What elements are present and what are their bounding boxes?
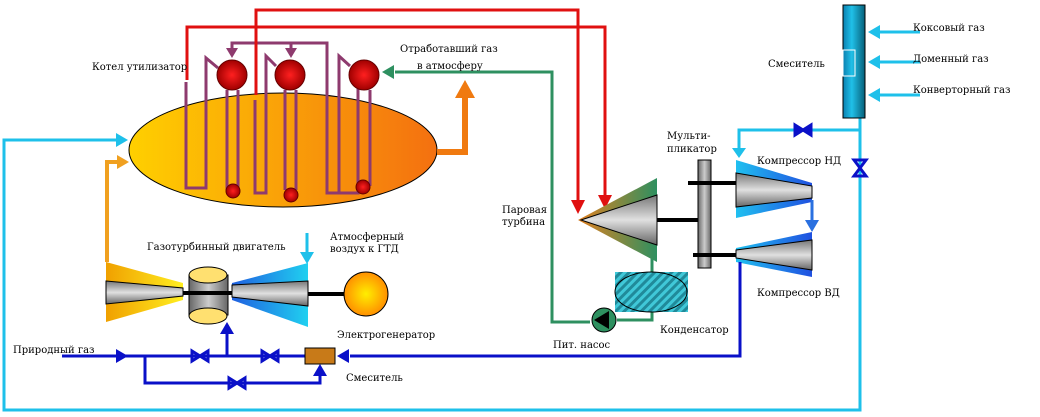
steam-line bbox=[185, 8, 607, 200]
steam-drums bbox=[216, 59, 380, 203]
valve-icon[interactable] bbox=[190, 348, 210, 364]
fuel-gas-arrowheads bbox=[116, 25, 880, 264]
natural-gas-line bbox=[62, 262, 742, 385]
steam-drum bbox=[348, 59, 380, 91]
steam-drum bbox=[274, 59, 306, 91]
label-multiplier: Мульти- bbox=[667, 131, 711, 142]
mud-drum bbox=[283, 187, 299, 203]
lp-to-hp-arrowhead bbox=[805, 220, 819, 232]
heat-exchanger-coils bbox=[184, 41, 372, 195]
steam-arrowheads bbox=[571, 195, 612, 214]
condenser bbox=[615, 272, 688, 312]
label-condenser: Конденсатор bbox=[660, 325, 729, 336]
gear-multiplier bbox=[697, 159, 712, 269]
label-air-2: воздух к ГТД bbox=[330, 244, 399, 255]
compressor-hp bbox=[735, 232, 813, 277]
feedwater-arrowhead bbox=[382, 65, 394, 79]
feedwater-line bbox=[395, 70, 654, 324]
label-steam-turbine: Паровая bbox=[502, 205, 547, 216]
label-natural-gas: Природный газ bbox=[13, 345, 95, 356]
electric-generator bbox=[343, 271, 389, 317]
label-exhaust-2: в атмосферу bbox=[417, 61, 483, 72]
feed-pump-icon[interactable] bbox=[591, 307, 617, 333]
mud-drum bbox=[225, 183, 241, 199]
natural-gas-arrowheads bbox=[116, 322, 349, 376]
steam-turbine bbox=[578, 178, 658, 262]
label-compressor-hp: Компрессор ВД bbox=[757, 288, 840, 299]
valve-icon[interactable] bbox=[260, 348, 280, 364]
coil-arrowheads bbox=[226, 48, 297, 58]
label-mixer-top: Смеситель bbox=[768, 59, 825, 70]
gas-turbine-engine bbox=[105, 262, 309, 327]
gas-mixer-small bbox=[304, 347, 336, 365]
label-gas-turbine: Газотурбинный двигатель bbox=[147, 242, 286, 253]
label-coke-gas: Коксовый газ bbox=[913, 23, 985, 34]
condenser-drum bbox=[614, 271, 688, 313]
label-generator: Электрогенератор bbox=[337, 330, 435, 341]
label-air: Атмосферный bbox=[330, 232, 404, 243]
exhaust-line bbox=[105, 98, 468, 262]
valve-icon[interactable] bbox=[793, 122, 813, 138]
mud-drum bbox=[355, 179, 371, 195]
steam-drum bbox=[216, 59, 248, 91]
label-exhaust: Отработавший газ bbox=[400, 44, 498, 55]
valve-icon[interactable] bbox=[227, 375, 247, 391]
waste-heat-boiler bbox=[128, 92, 438, 208]
exhaust-arrowhead bbox=[455, 80, 475, 98]
valve-icon[interactable] bbox=[851, 158, 869, 178]
label-boiler: Котел утилизатор bbox=[92, 62, 187, 73]
exhaust-inlet-arrowhead bbox=[117, 155, 129, 169]
label-multiplier-2: пликатор bbox=[667, 144, 717, 155]
compressor-lp bbox=[735, 160, 813, 218]
label-steam-turbine-2: турбина bbox=[502, 217, 545, 228]
gas-mixer-column bbox=[842, 4, 866, 119]
label-feed-pump: Пит. насос bbox=[553, 340, 611, 351]
label-converter-gas: Конверторный газ bbox=[913, 85, 1010, 96]
fuel-gas-line bbox=[2, 30, 920, 412]
label-mixer-bottom: Смеситель bbox=[346, 373, 403, 384]
label-compressor-lp: Компрессор НД bbox=[757, 156, 841, 167]
label-blast-gas: Доменный газ bbox=[913, 54, 989, 65]
gas-mixer-window bbox=[842, 49, 856, 77]
